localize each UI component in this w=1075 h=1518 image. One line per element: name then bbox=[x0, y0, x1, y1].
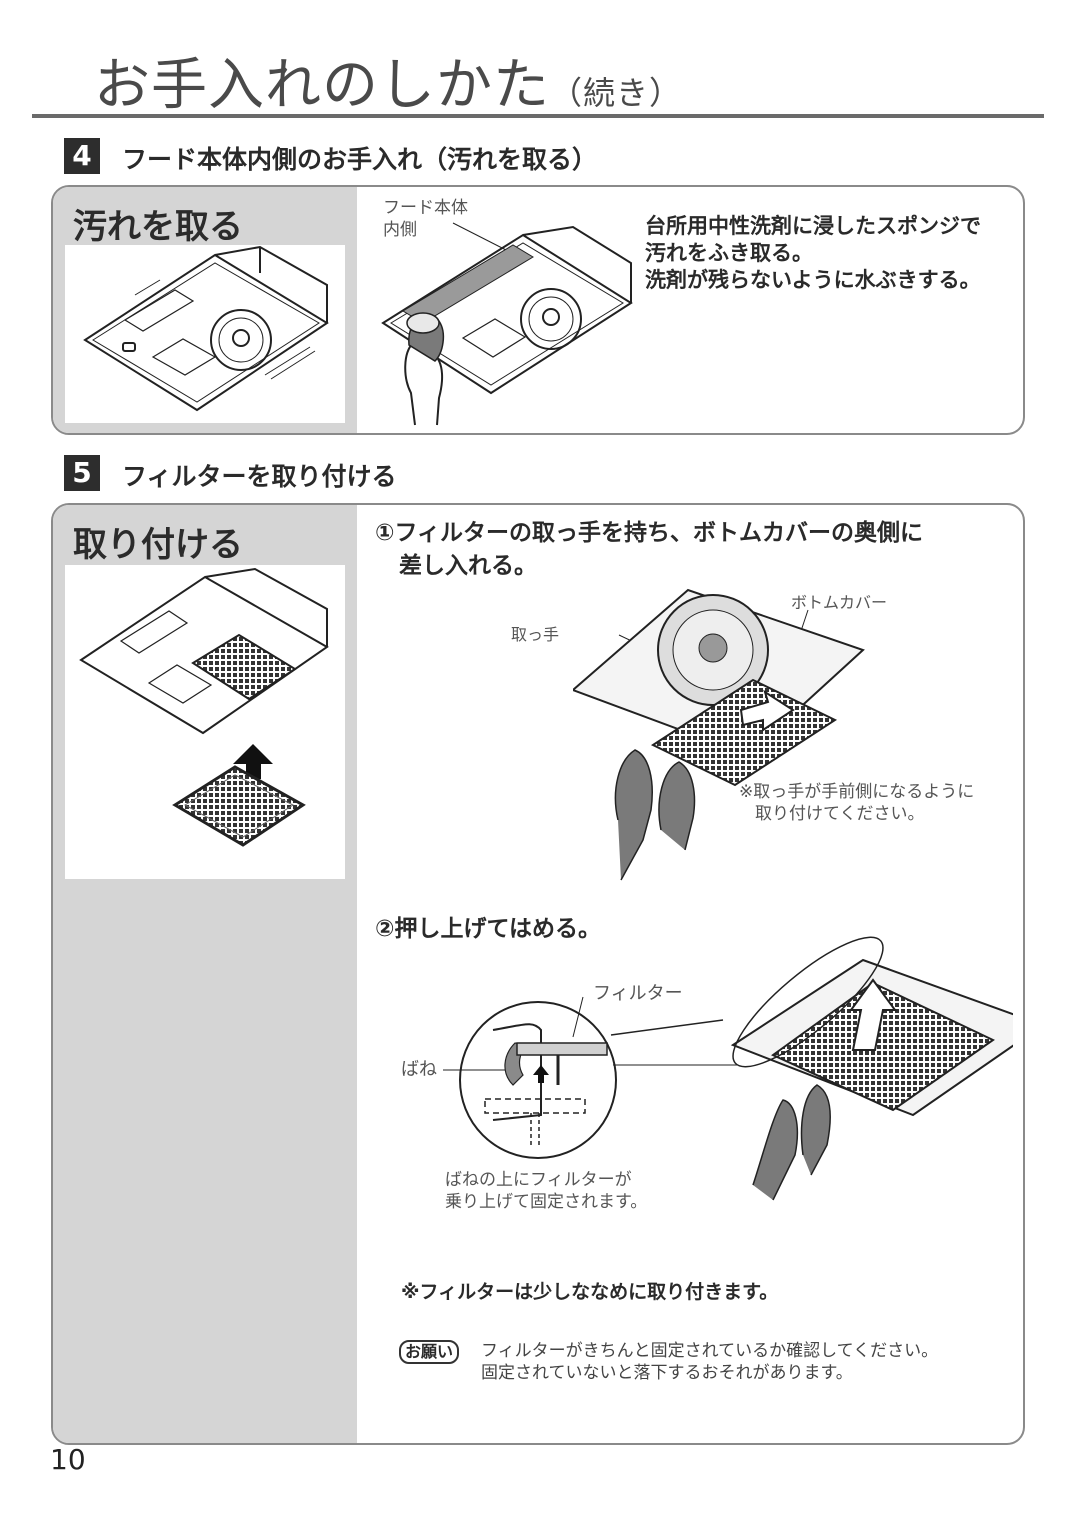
step-1-line-1: ①フィルターの取っ手を持ち、ボトムカバーの奥側に bbox=[375, 520, 924, 546]
label-spring: ばね bbox=[401, 1059, 437, 1080]
section-5-panel-title: 取り付ける bbox=[73, 525, 243, 565]
label-handle: 取っ手 bbox=[511, 625, 560, 644]
tilt-note: ※フィルターは少しななめに取り付きます。 bbox=[401, 1281, 779, 1303]
page-title-main: お手入れのしかた bbox=[94, 53, 550, 118]
section-5-panel: 取り付ける ①フィルターの取っ手を持ち、ボトムカバーの奥側に 差し bbox=[51, 503, 1025, 1445]
step-1-drawing bbox=[573, 588, 865, 881]
wiping-illustration: フード本体 内側 bbox=[373, 193, 643, 427]
section-5-number: 5 bbox=[64, 455, 100, 491]
section-4-instructions: 台所用中性洗剤に浸したスポンジで 汚れをふき取る。 洗剤が残らないように水ぶきす… bbox=[645, 213, 1015, 294]
request-badge: お願い bbox=[399, 1340, 460, 1364]
section-4-panel: 汚れを取る フード本体 内側 bbox=[51, 185, 1025, 435]
instruction-line-2: 汚れをふき取る。 bbox=[645, 241, 813, 265]
step-2-caption: ばねの上にフィルターが 乗り上げて固定されます。 bbox=[445, 1169, 647, 1213]
section-5-heading: フィルターを取り付ける bbox=[122, 462, 397, 491]
section-4-heading: フード本体内側のお手入れ（汚れを取る） bbox=[122, 145, 598, 174]
hood-underside-illustration bbox=[83, 245, 329, 412]
page-title: お手入れのしかた（続き） bbox=[94, 40, 682, 121]
step-2-drawing bbox=[443, 936, 1013, 1201]
page-number: 10 bbox=[50, 1443, 86, 1476]
label-filter: フィルター bbox=[593, 983, 683, 1004]
section-4-panel-title: 汚れを取る bbox=[73, 207, 243, 247]
step-1-note-line-2: 取り付けてください。 bbox=[755, 804, 925, 824]
filter-attach-illustration bbox=[79, 567, 329, 847]
callout-hood-inner: フード本体 内側 bbox=[383, 198, 468, 240]
step-1-note-line-1: ※取っ手が手前側になるように bbox=[739, 782, 975, 802]
request-line-2: 固定されていないと落下するおそれがあります。 bbox=[481, 1363, 853, 1383]
label-bottom-cover: ボトムカバー bbox=[791, 593, 888, 612]
request-line-1: フィルターがきちんと固定されているか確認してください。 bbox=[481, 1341, 939, 1361]
step-2-caption-line-2: 乗り上げて固定されます。 bbox=[445, 1192, 648, 1212]
title-rule bbox=[32, 114, 1044, 118]
section-4-number: 4 bbox=[64, 138, 100, 174]
instruction-line-3: 洗剤が残らないように水ぶきする。 bbox=[645, 268, 981, 292]
step-2-caption-line-1: ばねの上にフィルターが bbox=[445, 1170, 632, 1190]
step-2-text: ②押し上げてはめる。 bbox=[375, 916, 602, 942]
step-1-note: ※取っ手が手前側になるように 取り付けてください。 bbox=[739, 781, 974, 825]
attach-illustration-box bbox=[65, 565, 345, 879]
instruction-line-1: 台所用中性洗剤に浸したスポンジで bbox=[645, 214, 981, 238]
step-1-text: ①フィルターの取っ手を持ち、ボトムカバーの奥側に 差し入れる。 bbox=[375, 517, 1015, 583]
step-1-line-2: 差し入れる。 bbox=[399, 553, 537, 579]
page-title-subtitle: （続き） bbox=[550, 74, 683, 112]
hood-illustration-box bbox=[65, 245, 345, 423]
wiping-drawing bbox=[381, 222, 633, 426]
request-text: フィルターがきちんと固定されているか確認してください。 固定されていないと落下す… bbox=[481, 1340, 1001, 1384]
